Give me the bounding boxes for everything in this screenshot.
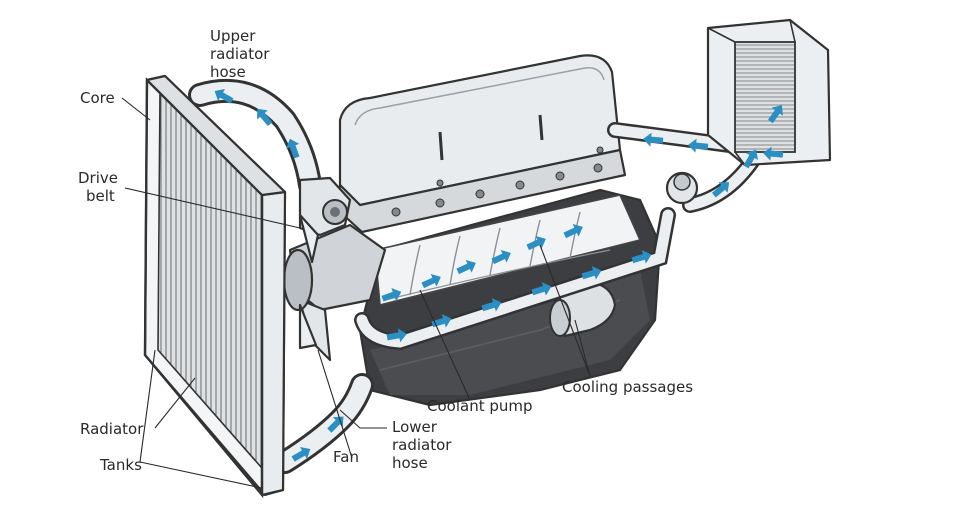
flow-arrow [214, 88, 234, 104]
label-coolant-pump: Coolant pump [427, 397, 533, 415]
flow-arrow [743, 149, 759, 169]
thermostat-housing [298, 176, 352, 237]
flow-arrow [421, 273, 441, 289]
leader-lines [121, 97, 591, 489]
flow-arrow [491, 249, 511, 265]
label-upper-hose-line2: radiator [210, 45, 270, 63]
heater-core [706, 18, 832, 167]
label-fan: Fan [333, 448, 359, 466]
flow-arrow [456, 259, 476, 275]
flow-arrow [711, 182, 730, 198]
coolant-flow-arrows [214, 88, 784, 462]
cylinder-passages [374, 194, 642, 307]
flow-arrow [763, 146, 784, 161]
label-radiator: Radiator [80, 420, 144, 438]
flow-arrow [767, 105, 784, 124]
label-core: Core [80, 89, 115, 107]
upper-radiator-hose [188, 78, 322, 197]
flow-arrow [386, 328, 407, 343]
label-lower-hose-line2: radiator [392, 436, 452, 454]
fan [282, 213, 320, 350]
flow-arrow [286, 138, 300, 159]
labels: Upper radiator hose Core Drive belt Radi… [78, 27, 693, 474]
flow-arrow [291, 446, 311, 462]
coolant-pipe [354, 207, 676, 351]
flow-arrow [581, 266, 602, 280]
flow-arrow [531, 282, 552, 296]
flow-arrow [481, 298, 502, 312]
flow-arrow [688, 138, 709, 153]
flow-arrow [257, 108, 273, 127]
flow-arrow [327, 416, 344, 433]
flow-arrow [563, 223, 583, 239]
radiator [143, 74, 287, 499]
valve-cover-bolts [391, 146, 604, 217]
label-cooling-passages: Cooling passages [562, 378, 693, 396]
label-tanks: Tanks [99, 456, 142, 474]
label-upper-hose-line1: Upper [210, 27, 256, 45]
label-lower-hose-line3: hose [392, 454, 428, 472]
flow-arrow [381, 288, 402, 302]
label-drive-belt-line1: Drive [78, 169, 118, 187]
flow-arrow [431, 314, 452, 328]
label-drive-belt-line2: belt [86, 187, 115, 205]
flow-arrow [631, 250, 652, 264]
label-upper-hose-line3: hose [210, 63, 246, 81]
label-lower-hose-line1: Lower [392, 418, 438, 436]
flow-arrow [643, 132, 664, 147]
